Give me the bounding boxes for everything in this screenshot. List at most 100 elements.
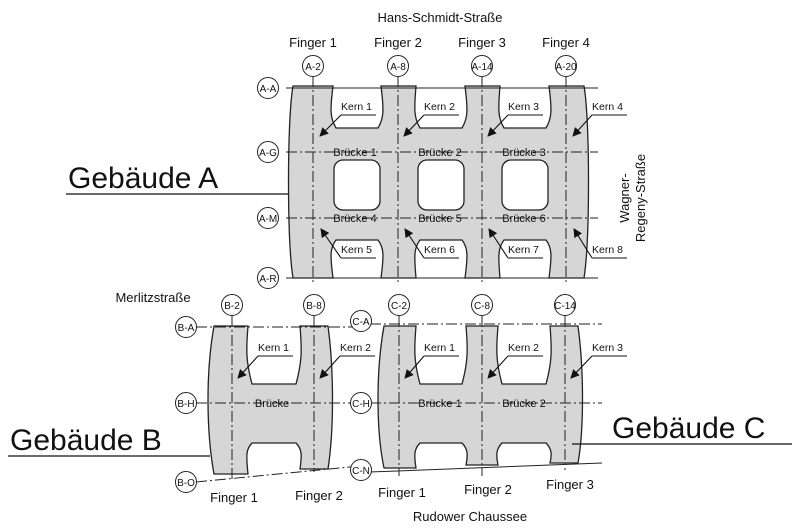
axis-bubble-c-a: C-A [350,310,372,332]
axis-bubble-a-20: A-20 [555,55,577,77]
street-south-label: Rudower Chaussee [413,509,527,524]
axis-bubble-c-8: C-8 [471,294,493,316]
svg-text:A-R: A-R [259,274,276,285]
finger-label-a-4: Finger 4 [542,35,590,50]
core-label-a-6: Kern 6 [404,228,459,259]
svg-text:Kern 3: Kern 3 [508,101,539,113]
axis-bubble-a-2: A-2 [302,55,324,77]
svg-text:Kern 1: Kern 1 [424,342,455,354]
svg-text:A-M: A-M [259,214,277,225]
svg-text:Kern 2: Kern 2 [424,101,455,113]
axis-bubble-c-n: C-N [350,459,372,481]
bridge-label-a-2: Brücke 2 [418,147,461,159]
svg-text:A-14: A-14 [471,62,493,73]
finger-label-c-1: Finger 1 [378,485,426,500]
core-label-a-2: Kern 2 [403,101,459,137]
finger-label-b-1: Finger 1 [210,490,258,505]
svg-text:Kern 1: Kern 1 [341,101,372,113]
axis-bubble-a-14: A-14 [471,55,493,77]
bridge-label-a-1: Brücke 1 [333,147,376,159]
grid-line-b-o [195,465,361,483]
grid-line-c-n [369,462,603,473]
svg-text:Kern 6: Kern 6 [424,244,455,256]
core-label-b-1: Kern 1 [237,342,293,379]
finger-label-b-2: Finger 2 [295,488,343,503]
building-a-label: Gebäude A [68,162,218,195]
svg-text:B-H: B-H [177,399,194,410]
svg-text:Kern 1: Kern 1 [258,342,289,354]
core-label-b-2: Kern 2 [319,342,375,379]
svg-text:B-2: B-2 [224,301,240,312]
svg-text:C-2: C-2 [391,301,408,312]
bridge-label-c-2: Brücke 2 [502,398,545,410]
bridge-label-c-1: Brücke 1 [418,398,461,410]
core-label-c-2: Kern 2 [487,342,543,379]
building-c-mass [377,325,584,469]
core-label-c-1: Kern 1 [404,342,459,379]
axis-bubble-a-r: A-R [257,267,279,289]
axis-bubble-b-h: B-H [175,392,197,414]
svg-text:A-2: A-2 [305,62,321,73]
svg-text:B-O: B-O [177,478,195,489]
bridge-label-a-6: Brücke 6 [502,213,545,225]
bridge-label-b: Brücke [255,398,289,410]
core-label-a-8: Kern 8 [573,228,627,259]
building-a-courtyard-1 [333,159,381,211]
svg-text:C-8: C-8 [474,301,491,312]
building-c-label: Gebäude C [612,412,765,445]
street-east-label-line1: Wagner- [617,173,632,222]
svg-text:C-14: C-14 [554,301,576,312]
building-b-label: Gebäude B [10,424,162,457]
bridge-label-a-4: Brücke 4 [333,213,376,225]
svg-text:Kern 2: Kern 2 [508,342,539,354]
svg-text:A-8: A-8 [390,62,406,73]
core-label-a-5: Kern 5 [320,228,376,259]
core-label-a-7: Kern 7 [488,228,543,259]
core-label-a-4: Kern 4 [572,101,627,137]
bridge-label-a-5: Brücke 5 [418,213,461,225]
svg-text:Kern 2: Kern 2 [340,342,371,354]
svg-text:Kern 8: Kern 8 [592,244,623,256]
bridge-label-a-3: Brücke 3 [502,147,545,159]
svg-text:B-8: B-8 [306,301,322,312]
svg-text:Kern 3: Kern 3 [592,342,623,354]
finger-label-a-1: Finger 1 [289,35,337,50]
axis-bubble-a-m: A-M [257,207,279,229]
svg-text:Kern 4: Kern 4 [592,101,623,113]
svg-text:Kern 5: Kern 5 [341,244,372,256]
svg-text:Kern 7: Kern 7 [508,244,539,256]
axis-bubble-c-h: C-H [350,392,372,414]
svg-text:A-A: A-A [260,84,277,95]
building-a: A-2 A-8 A-14 A-20 A-A A-G A-M A-R Finger… [66,35,627,289]
axis-bubble-b-o: B-O [175,471,197,493]
svg-text:C-A: C-A [352,317,370,328]
svg-text:A-20: A-20 [555,62,577,73]
svg-text:A-G: A-G [259,148,277,159]
street-east-label-line2: Regeny-Straße [633,154,648,242]
street-north-label: Hans-Schmidt-Straße [378,10,503,25]
core-label-a-3: Kern 3 [487,101,543,137]
axis-bubble-c-2: C-2 [388,294,410,316]
finger-label-a-3: Finger 3 [458,35,506,50]
svg-text:C-N: C-N [352,466,370,477]
svg-text:C-H: C-H [352,399,370,410]
axis-bubble-a-g: A-G [257,141,279,163]
building-b: B-2 B-8 B-A B-H B-O Kern 1 Kern 2 Brücke… [8,294,375,505]
street-west-label: Merlitzstraße [115,290,190,305]
finger-label-c-3: Finger 3 [546,477,594,492]
axis-bubble-b-2: B-2 [221,294,243,316]
core-label-a-1: Kern 1 [319,101,376,137]
building-a-courtyard-3 [501,159,549,211]
axis-bubble-b-a: B-A [175,316,197,338]
building-c: C-2 C-8 C-14 C-A C-H C-N Kern 1 Kern 2 K… [350,294,792,500]
building-a-courtyard-2 [417,159,465,211]
axis-bubble-a-8: A-8 [387,55,409,77]
axis-bubble-c-14: C-14 [554,294,576,316]
finger-label-c-2: Finger 2 [464,482,512,497]
svg-text:B-A: B-A [178,323,195,334]
axis-bubble-b-8: B-8 [303,294,325,316]
core-label-c-3: Kern 3 [570,342,627,379]
finger-label-a-2: Finger 2 [374,35,422,50]
axis-bubble-a-a: A-A [257,77,279,99]
